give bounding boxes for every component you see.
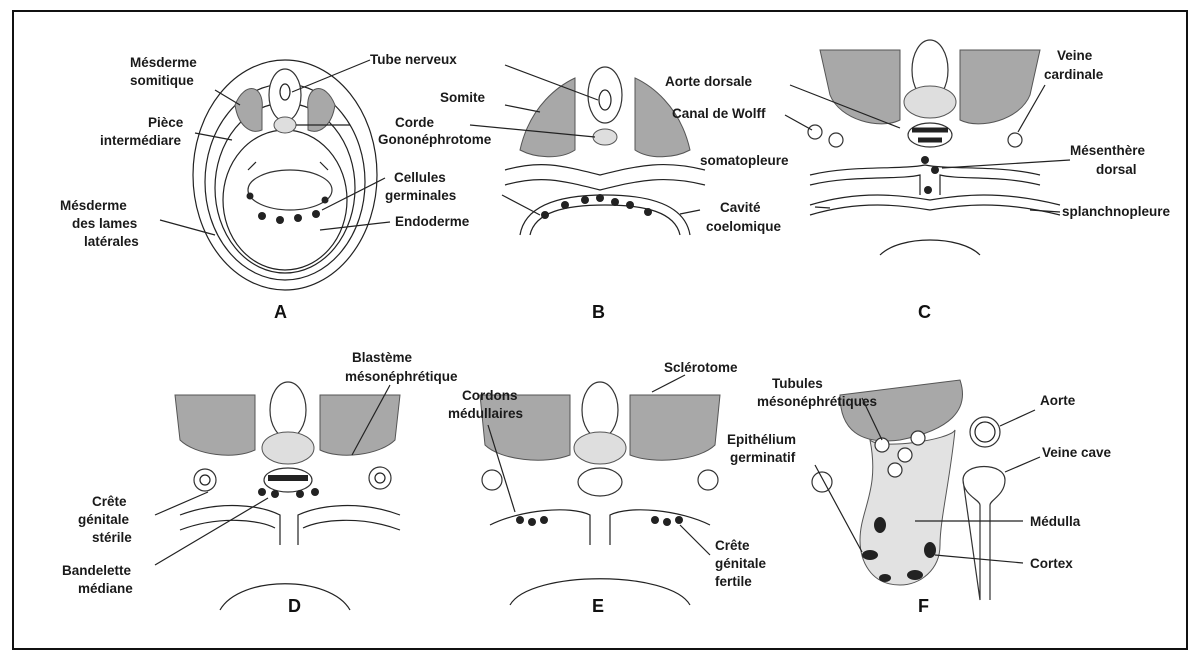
panel-letter-b: B [592, 302, 605, 322]
label-tube-nerveux: Tube nerveux [370, 52, 457, 67]
label-crete-fertile-2: génitale [715, 556, 767, 571]
label-cordons-1: Cordons [462, 388, 518, 403]
panel-c-drawing [808, 40, 1060, 255]
panel-f-drawing [812, 380, 1005, 600]
label-bandelette-2: médiane [78, 581, 133, 596]
panel-d-drawing [175, 382, 400, 610]
label-corde: Corde [395, 115, 434, 130]
panel-letter-d: D [288, 596, 301, 616]
label-lames-laterales-3: latérales [84, 234, 139, 249]
panel-b-drawing [505, 67, 705, 235]
panel-letter-c: C [918, 302, 931, 322]
label-blasteme-2: mésonéphrétique [345, 369, 458, 384]
label-epithelium-2: germinatif [730, 450, 796, 465]
label-mesoderme-somitique-1: Mésderme [130, 55, 197, 70]
panel-letter-e: E [592, 596, 604, 616]
label-aorte-dorsale: Aorte dorsale [665, 74, 753, 89]
panel-a-drawing [193, 60, 377, 290]
label-veine-cardinale-1: Veine [1057, 48, 1093, 63]
label-cellules-germinales-1: Cellules [394, 170, 446, 185]
label-bandelette-1: Bandelette [62, 563, 132, 578]
label-tubules-1: Tubules [772, 376, 823, 391]
label-veine-cardinale-2: cardinale [1044, 67, 1104, 82]
label-somite: Somite [440, 90, 486, 105]
label-lames-laterales-1: Mésderme [60, 198, 127, 213]
label-aorte: Aorte [1040, 393, 1076, 408]
label-piece-intermediaire-2: intermédiare [100, 133, 182, 148]
label-crete-sterile-1: Crête [92, 494, 127, 509]
label-somatopleure: somatopleure [700, 153, 789, 168]
label-crete-sterile-2: génitale [78, 512, 130, 527]
panel-letter-f: F [918, 596, 929, 616]
label-mesenthere-dorsal-1: Mésenthère [1070, 143, 1146, 158]
label-canal-wolff: Canal de Wolff [672, 106, 766, 121]
label-lames-laterales-2: des lames [72, 216, 137, 231]
embryo-sections-diagram: Mésderme somitique Pièce intermédiare Mé… [0, 0, 1200, 632]
label-crete-sterile-3: stérile [92, 530, 132, 545]
panel-letter-a: A [274, 302, 287, 322]
label-blasteme-1: Blastème [352, 350, 413, 365]
label-crete-fertile-1: Crête [715, 538, 750, 553]
label-tubules-2: mésonéphrétiques [757, 394, 877, 409]
label-mesoderme-somitique-2: somitique [130, 73, 194, 88]
label-cavite-coelomique-1: Cavité [720, 200, 761, 215]
label-cordons-2: médullaires [448, 406, 523, 421]
label-epithelium-1: Epithélium [727, 432, 796, 447]
label-crete-fertile-3: fertile [715, 574, 752, 589]
label-splanchnopleure: splanchnopleure [1062, 204, 1171, 219]
label-veine-cave: Veine cave [1042, 445, 1112, 460]
label-piece-intermediaire-1: Pièce [148, 115, 184, 130]
label-sclerotome: Sclérotome [664, 360, 738, 375]
label-gononephrotome: Gononéphrotome [378, 132, 492, 147]
label-endoderme: Endoderme [395, 214, 470, 229]
label-cortex: Cortex [1030, 556, 1073, 571]
label-medulla: Médulla [1030, 514, 1081, 529]
label-cellules-germinales-2: germinales [385, 188, 456, 203]
label-cavite-coelomique-2: coelomique [706, 219, 782, 234]
label-mesenthere-dorsal-2: dorsal [1096, 162, 1137, 177]
